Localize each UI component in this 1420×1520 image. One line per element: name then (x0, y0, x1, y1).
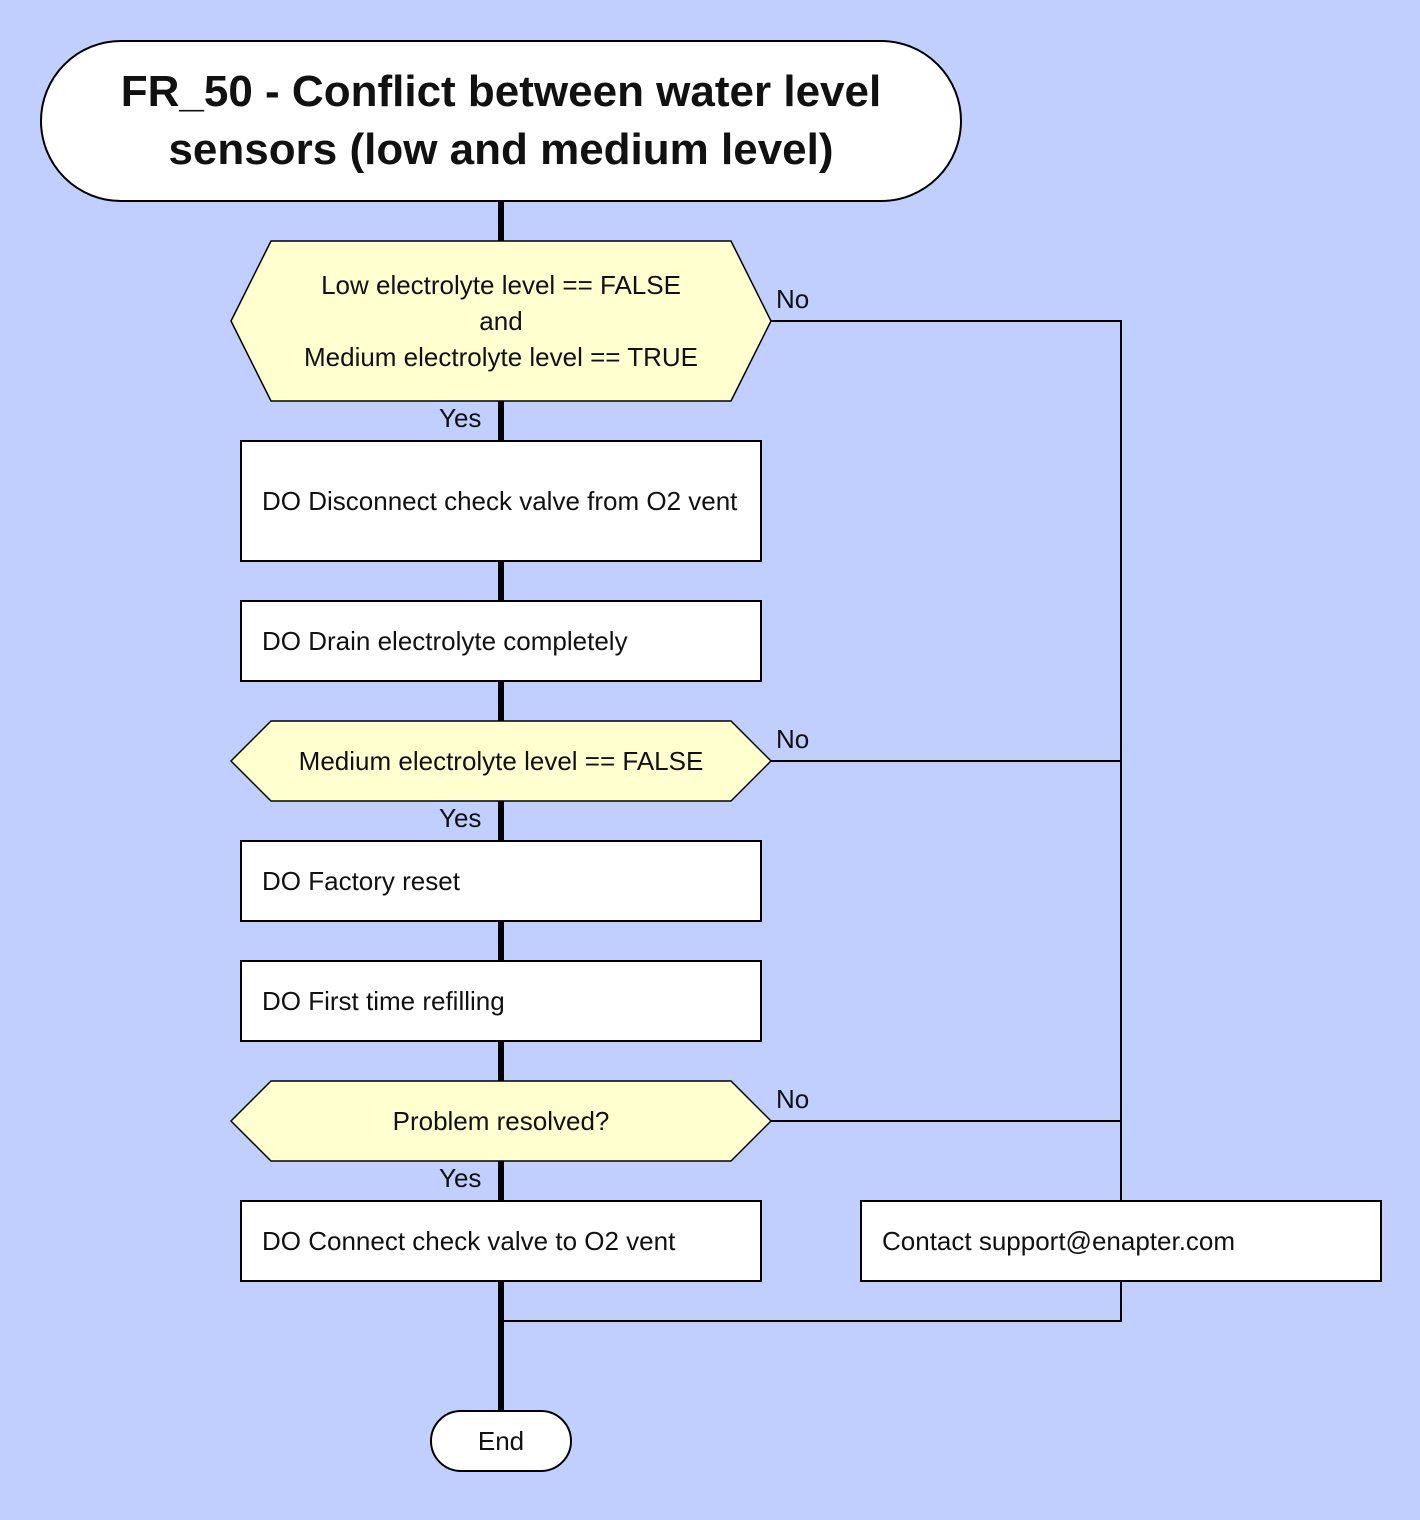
decision1-no-label: No (776, 284, 810, 314)
step-first-time-refilling: DO First time refilling (240, 960, 762, 1042)
step-disconnect-check-valve: DO Disconnect check valve from O2 vent (240, 440, 762, 562)
decision-shape (230, 240, 772, 402)
step-connect-label: DO Connect check valve to O2 vent (262, 1226, 676, 1256)
decision-shape (229, 1080, 773, 1162)
decision1-line-3: Medium electrolyte level == TRUE (303, 342, 698, 372)
connector-decision1-no (771, 320, 1122, 1201)
decision-medium-level-false: Medium electrolyte level == FALSE (229, 720, 773, 802)
decision-low-medium-level: Low electrolyte level == FALSE and Mediu… (230, 240, 772, 402)
title-line-1: FR_50 - Conflict between water level (120, 67, 882, 116)
decision1-line-2: and (479, 306, 523, 336)
end-label: End (477, 1425, 525, 1456)
title-terminator: FR_50 - Conflict between water level sen… (40, 40, 962, 202)
support-label: Contact support@enapter.com (882, 1226, 1236, 1256)
step-contact-support: Contact support@enapter.com (860, 1200, 1382, 1282)
step-disconnect-label: DO Disconnect check valve from O2 vent (262, 486, 738, 516)
step-refill-label: DO First time refilling (262, 986, 505, 1016)
decision2-label: Medium electrolyte level == FALSE (298, 746, 704, 776)
step-factory-reset: DO Factory reset (240, 840, 762, 922)
decision3-no-label: No (776, 1084, 810, 1114)
decision-shape (229, 720, 773, 802)
decision3-yes-label: Yes (439, 1163, 482, 1193)
step-reset-label: DO Factory reset (262, 866, 460, 896)
step-drain-label: DO Drain electrolyte completely (262, 626, 628, 656)
decision3-label: Problem resolved? (392, 1106, 610, 1136)
step-drain-electrolyte: DO Drain electrolyte completely (240, 600, 762, 682)
decision-problem-resolved: Problem resolved? (229, 1080, 773, 1162)
end-terminator: End (430, 1410, 572, 1472)
decision2-yes-label: Yes (439, 803, 482, 833)
connector-support-to-end (501, 1281, 1122, 1322)
decision2-no-label: No (776, 724, 810, 754)
title-line-2: sensors (low and medium level) (168, 125, 834, 174)
decision1-yes-label: Yes (439, 403, 482, 433)
step-connect-check-valve: DO Connect check valve to O2 vent (240, 1200, 762, 1282)
decision1-line-1: Low electrolyte level == FALSE (321, 270, 681, 300)
